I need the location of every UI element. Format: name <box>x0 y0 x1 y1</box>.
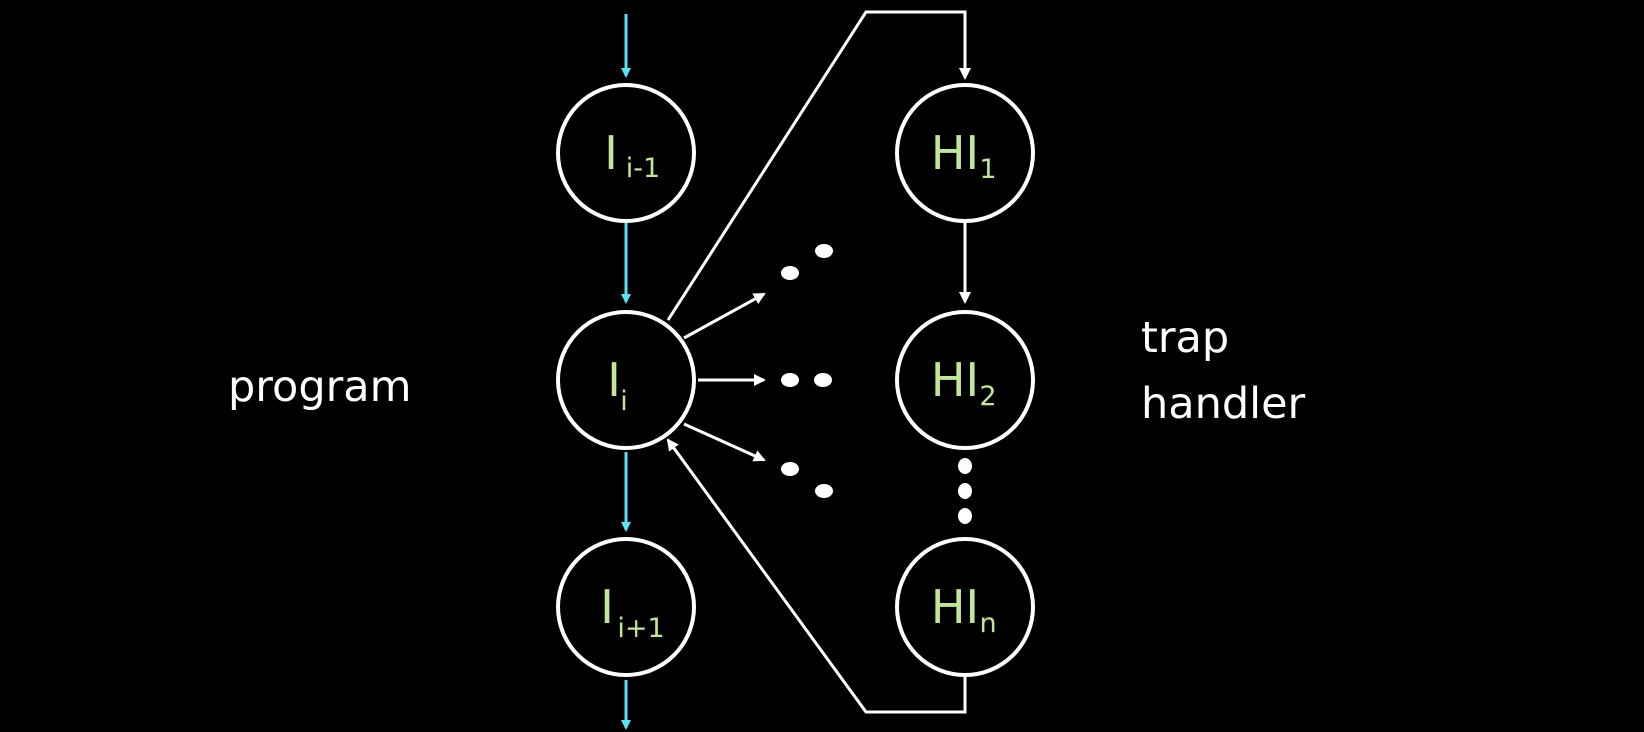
trap-flow <box>666 10 971 714</box>
trap-entry-path <box>666 10 971 321</box>
program-label: program <box>228 362 412 412</box>
node-h1-base: HI <box>931 126 979 180</box>
node-prev: I i-1 <box>556 83 696 223</box>
node-h1-sub: 1 <box>979 154 996 185</box>
node-next-sub: i+1 <box>617 613 664 644</box>
fan-arrow-upper <box>683 292 766 340</box>
node-hn-base: HI <box>931 580 979 634</box>
node-prev-base: I <box>604 126 618 180</box>
node-current-sub: i <box>620 386 628 417</box>
node-h2-base: HI <box>931 353 979 407</box>
node-next: I i+1 <box>556 537 696 677</box>
node-current: I i <box>556 310 696 450</box>
node-h2-sub: 2 <box>979 381 996 412</box>
handler-label: handler <box>1141 379 1306 429</box>
node-current-base: I <box>607 353 621 407</box>
fan-arrow-lower <box>683 422 766 462</box>
trap-return-path <box>666 438 967 714</box>
node-h1: HI 1 <box>895 83 1035 223</box>
node-prev-sub: i-1 <box>626 153 660 184</box>
trap-label: trap <box>1141 313 1229 363</box>
node-next-base: I <box>600 580 614 634</box>
node-hn-sub: n <box>979 608 996 639</box>
node-h2: HI 2 <box>895 310 1035 450</box>
node-hn: HI n <box>895 537 1035 677</box>
dots-icon <box>781 244 972 524</box>
